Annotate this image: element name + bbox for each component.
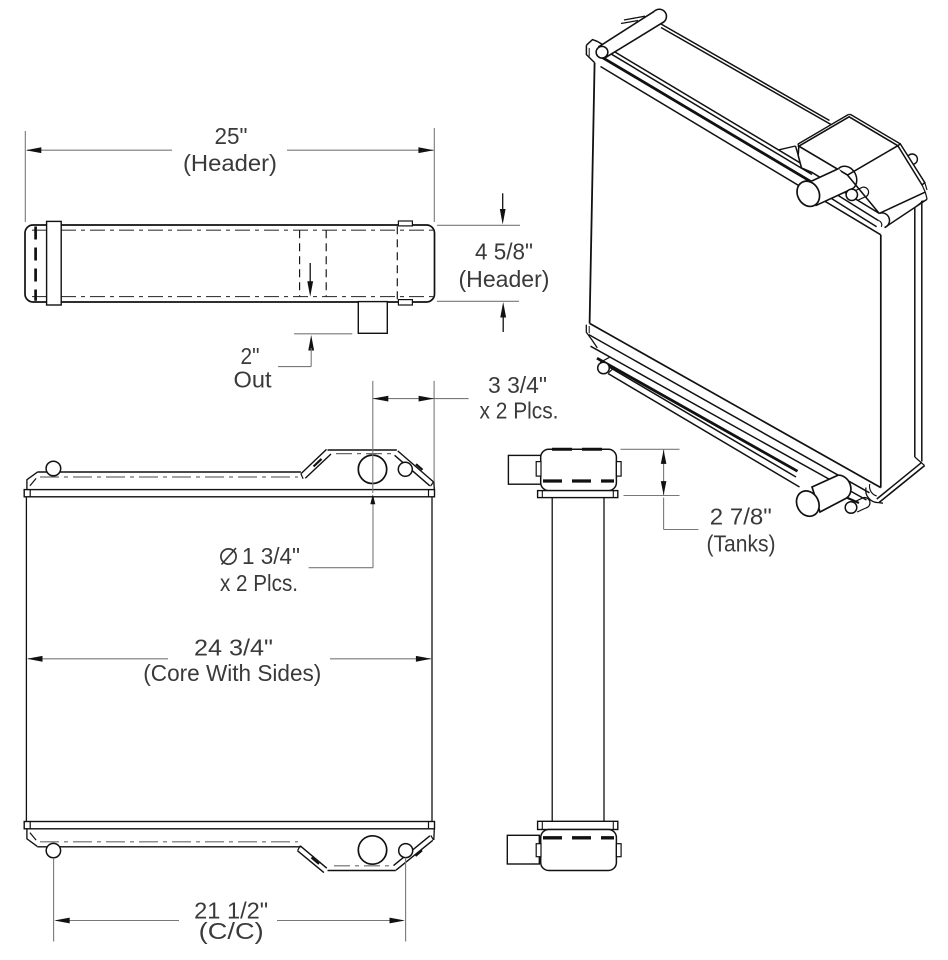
svg-text:(C/C): (C/C) [199, 918, 264, 944]
svg-text:3 3/4": 3 3/4" [488, 372, 547, 398]
svg-text:2 7/8": 2 7/8" [710, 504, 772, 530]
svg-text:(Tanks): (Tanks) [707, 531, 776, 557]
svg-text:1 3/4": 1 3/4" [242, 543, 300, 569]
svg-text:x 2 Plcs.: x 2 Plcs. [480, 398, 559, 424]
svg-text:4 5/8": 4 5/8" [475, 239, 533, 265]
svg-text:Out: Out [234, 367, 273, 393]
svg-text:24 3/4": 24 3/4" [194, 635, 273, 661]
svg-text:(Header): (Header) [183, 150, 277, 176]
svg-text:(Core With Sides): (Core With Sides) [143, 660, 321, 686]
svg-text:x 2 Plcs.: x 2 Plcs. [220, 570, 298, 596]
svg-text:21 1/2": 21 1/2" [194, 898, 268, 924]
svg-text:2": 2" [241, 343, 260, 369]
svg-text:25": 25" [215, 123, 248, 149]
svg-text:(Header): (Header) [459, 266, 550, 292]
